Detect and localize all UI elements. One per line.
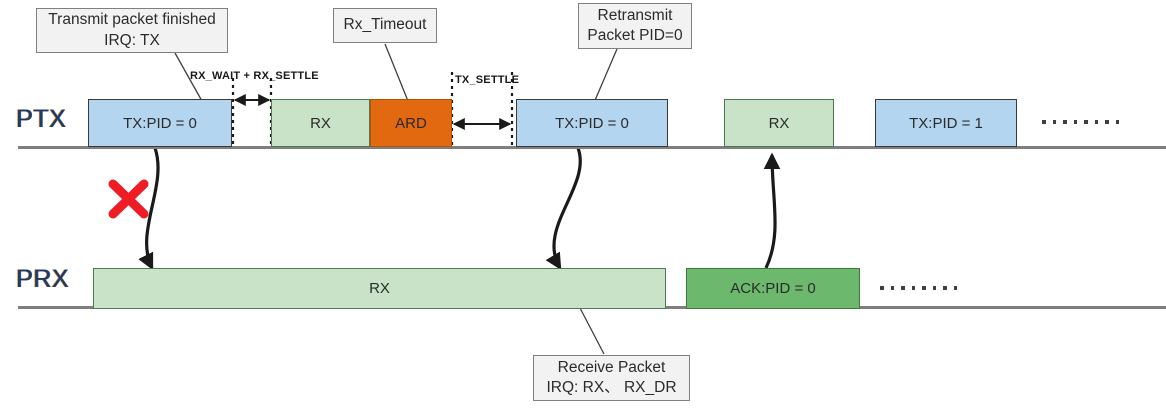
prx-row-label: PRX <box>16 265 69 293</box>
ptx-ellipsis <box>1042 120 1119 124</box>
interval-label-tx-settle: TX_SETTLE <box>455 74 520 86</box>
prx-block-ack-pid0[interactable]: ACK:PID = 0 <box>686 268 860 309</box>
ptx-block-tx-pid0-first[interactable]: TX:PID = 0 <box>88 99 232 147</box>
leader-receive-packet <box>579 307 605 355</box>
note-transmit-line-2: IRQ: TX <box>104 31 160 49</box>
ptx-row-label: PTX <box>16 105 67 133</box>
note-transmit-line-1: Transmit packet finished <box>48 11 216 29</box>
leader-retransmit <box>592 48 618 106</box>
arrow-first-transmission <box>138 147 160 271</box>
ptx-block-rx-first[interactable]: RX <box>271 99 370 147</box>
arrow-retransmission <box>545 147 582 271</box>
ptx-block-tx-pid0-retry[interactable]: TX:PID = 0 <box>516 99 668 147</box>
note-receive-line-2: IRQ: RX、 RX_DR <box>546 379 677 396</box>
arrow-ack-response <box>763 152 781 269</box>
ptx-timeline-rail <box>18 146 1166 149</box>
prx-ellipsis <box>880 286 957 290</box>
transmission-failed-x-mark <box>108 179 149 219</box>
ptx-block-rx-second[interactable]: RX <box>724 99 834 147</box>
interval-label-rx-wait-rx-settle: RX_WAIT + RX_SETTLE <box>190 70 319 82</box>
ptx-block-ard[interactable]: ARD <box>370 99 452 147</box>
note-retransmit-packet[interactable]: Retransmit Packet PID=0 <box>578 3 692 49</box>
note-transmit-packet-finished[interactable]: Transmit packet finished IRQ: TX <box>36 8 228 53</box>
note-rx-timeout[interactable]: Rx_Timeout <box>333 8 437 43</box>
note-receive-line-1: Receive Packet <box>557 358 666 376</box>
note-receive-packet[interactable]: Receive Packet IRQ: RX、 RX_DR <box>533 355 690 401</box>
ptx-block-tx-pid1[interactable]: TX:PID = 1 <box>875 99 1017 147</box>
note-retransmit-line-1: Retransmit <box>597 6 673 24</box>
note-rx-timeout-line-1: Rx_Timeout <box>343 16 427 34</box>
leader-rx-timeout <box>384 43 409 102</box>
note-retransmit-line-2: Packet PID=0 <box>587 27 683 44</box>
prx-block-rx-long[interactable]: RX <box>93 268 666 309</box>
